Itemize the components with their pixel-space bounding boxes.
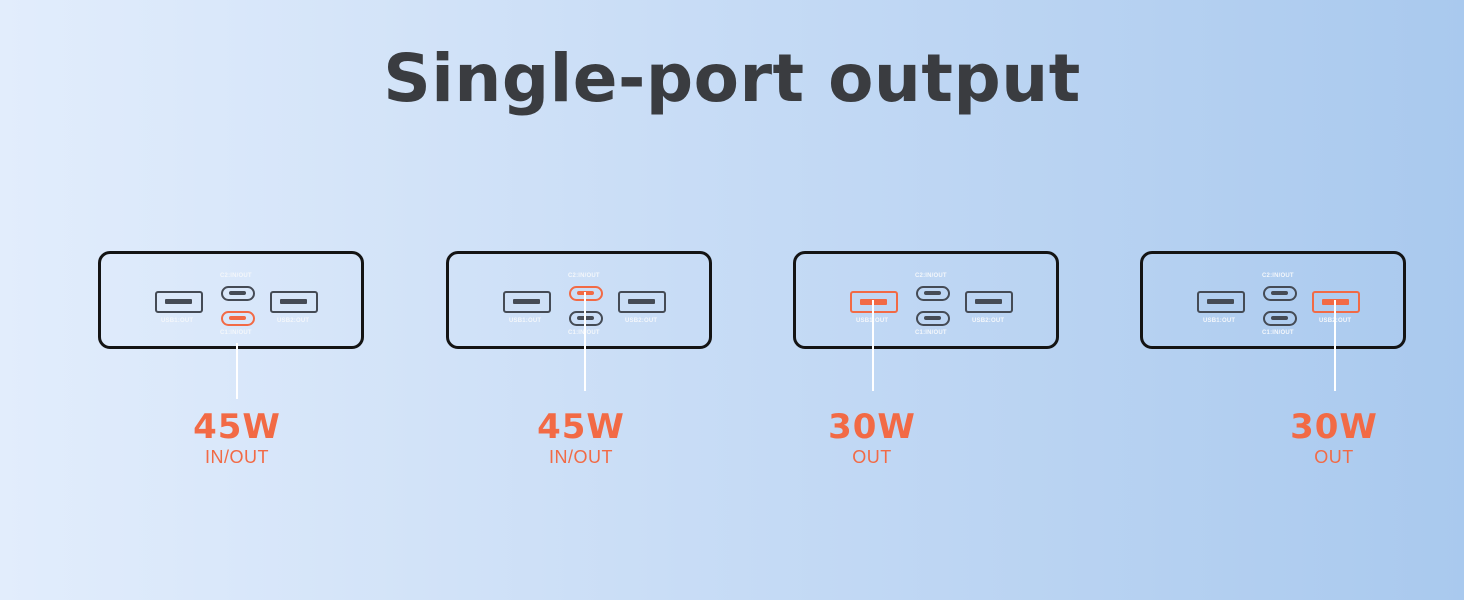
usb2-port-icon: [618, 291, 666, 313]
c2-port-icon: [221, 286, 255, 301]
c2-port-label: C2:IN/OUT: [915, 273, 947, 279]
c2-port-label: C2:IN/OUT: [220, 273, 252, 279]
usb2-port-label: USB2:OUT: [972, 318, 1005, 324]
power-bank-port-panel: USB1:OUT C2:IN/OUT C1:IN/OUT USB2:OUT: [793, 251, 1059, 349]
c2-port-icon: [1263, 286, 1297, 301]
c1-port-icon: [1263, 311, 1297, 326]
usb1-port-label: USB1:OUT: [161, 318, 194, 324]
power-bank-port-panel: USB1:OUT C2:IN/OUT C1:IN/OUT USB2:OUT: [1140, 251, 1406, 349]
usb1-port-label: USB1:OUT: [1203, 318, 1236, 324]
c2-port-label: C2:IN/OUT: [568, 273, 600, 279]
mode-label: IN/OUT: [205, 447, 269, 467]
pointer-line: [872, 300, 874, 391]
usb1-port-icon: [503, 291, 551, 313]
usb1-port-icon: [1197, 291, 1245, 313]
usb2-port-icon: [965, 291, 1013, 313]
mode-label: OUT: [1314, 447, 1354, 467]
wattage-label: 45W: [193, 407, 281, 447]
usb2-port-icon: [1312, 291, 1360, 313]
wattage-label: 30W: [1290, 407, 1378, 447]
power-bank-port-panel: USB1:OUT C2:IN/OUT C1:IN/OUT USB2:OUT: [98, 251, 364, 349]
pointer-line: [584, 292, 586, 391]
usb2-port-label: USB2:OUT: [277, 318, 310, 324]
mode-label: IN/OUT: [549, 447, 613, 467]
power-bank-port-panel: USB1:OUT C2:IN/OUT C1:IN/OUT USB2:OUT: [446, 251, 712, 349]
page-title: Single-port output: [383, 40, 1081, 117]
wattage-label: 30W: [828, 407, 916, 447]
c1-port-label: C1:IN/OUT: [1262, 330, 1294, 336]
c1-port-label: C1:IN/OUT: [915, 330, 947, 336]
usb1-port-icon: [155, 291, 203, 313]
usb1-port-icon: [850, 291, 898, 313]
c1-port-label: C1:IN/OUT: [568, 330, 600, 336]
pointer-line: [1334, 300, 1336, 391]
usb1-port-label: USB1:OUT: [509, 318, 542, 324]
wattage-label: 45W: [537, 407, 625, 447]
c2-port-label: C2:IN/OUT: [1262, 273, 1294, 279]
c1-port-icon: [569, 311, 603, 326]
usb2-port-icon: [270, 291, 318, 313]
c2-port-icon: [569, 286, 603, 301]
c2-port-icon: [916, 286, 950, 301]
mode-label: OUT: [852, 447, 892, 467]
c1-port-label: C1:IN/OUT: [220, 330, 252, 336]
pointer-line: [236, 343, 238, 399]
usb2-port-label: USB2:OUT: [625, 318, 658, 324]
c1-port-icon: [221, 311, 255, 326]
c1-port-icon: [916, 311, 950, 326]
